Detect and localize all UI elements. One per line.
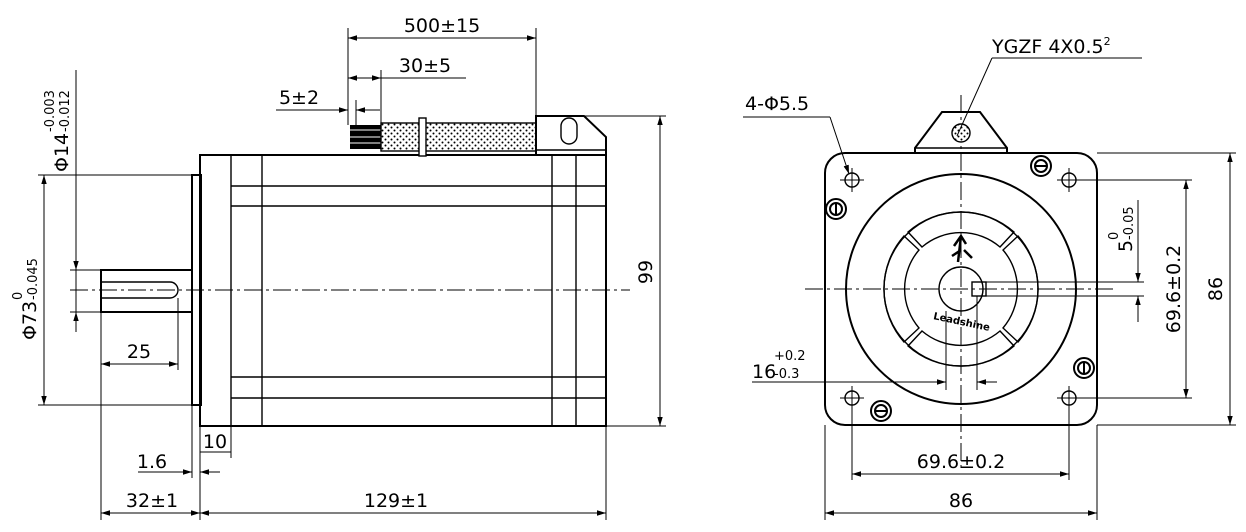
key-height-tol-lower: -0.3	[774, 367, 799, 382]
motor-face-square	[824, 152, 1098, 426]
shaft-keyway	[101, 281, 179, 299]
tin-length-label: 5±2	[279, 87, 319, 109]
shaft-key	[971, 281, 987, 297]
key-height-label: 16	[752, 361, 776, 383]
side-vertical-label: 86	[1205, 277, 1227, 301]
key-height-tol-upper: +0.2	[774, 349, 806, 364]
pilot-circle	[845, 173, 1077, 405]
height-label: 99	[635, 260, 657, 284]
leadshine-logo-icon	[951, 233, 973, 263]
motor-body-outline	[199, 154, 607, 427]
shaft-circle	[938, 266, 984, 312]
cable-outlet-housing	[535, 115, 607, 155]
flange-width-label: 10	[203, 431, 227, 453]
pilot-dia-label: Φ73	[19, 301, 41, 340]
cable-braid	[380, 122, 537, 152]
key-width-tol-lower: -0.05	[1122, 206, 1137, 240]
mount-holes-label: 4-Φ5.5	[745, 93, 809, 115]
cable-length-label: 500±15	[404, 15, 480, 37]
shaft	[100, 269, 192, 313]
shaft-length-label: 32±1	[126, 490, 178, 512]
screw-top-right-icon	[1030, 155, 1052, 177]
key-length-label: 25	[127, 341, 151, 363]
body-length-label: 129±1	[364, 490, 428, 512]
logo-text: Leadshine	[932, 311, 991, 334]
flange-thickness-label: 1.6	[137, 451, 167, 473]
screw-left-icon	[825, 198, 847, 220]
arc-slot-bottom	[906, 330, 1016, 367]
strip-length-label: 30±5	[399, 55, 451, 77]
pilot-dia-tol-upper: 0	[11, 292, 26, 300]
shaft-dia-tol-upper: -0.003	[43, 90, 58, 132]
cable-gland	[560, 117, 578, 145]
mount-hole-tl	[840, 168, 864, 192]
shaft-dia-tol-lower: -0.012	[58, 90, 73, 132]
pilot-dia-tol-lower: -0.045	[26, 258, 41, 300]
shaft-dia-label: Φ14	[51, 133, 73, 172]
arc-slot-right	[1002, 234, 1039, 344]
connector-label: YGZF 4X0.52	[991, 35, 1111, 58]
key-width-tol-upper: 0	[1107, 232, 1122, 240]
connector-cable	[951, 123, 971, 143]
arc-slot-left	[883, 234, 920, 344]
hole-spacing-vertical-label: 69.6±0.2	[1163, 245, 1185, 333]
screw-bottom-left-icon	[870, 400, 892, 422]
screw-right-icon	[1073, 357, 1095, 379]
connector-housing	[914, 111, 1008, 153]
key-width-label: 5	[1115, 240, 1137, 252]
side-horizontal-label: 86	[949, 490, 973, 512]
arc-slot-top	[906, 211, 1016, 248]
front-view: YGZF 4X0.52 Leadshine	[743, 35, 1236, 520]
side-view: 500±15 30±5 5±2 Φ14 -0.003 -0.012 Φ73 0 …	[11, 15, 666, 520]
hole-spacing-horizontal-label: 69.6±0.2	[917, 451, 1005, 473]
cable-clamp	[418, 117, 427, 157]
